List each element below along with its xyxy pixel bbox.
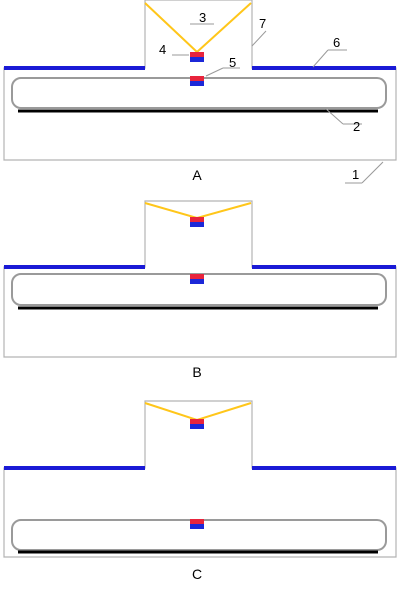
label-5: 5 [229,55,236,70]
lower-magnet-c [190,519,204,529]
yellow-string-b [144,202,252,220]
caption-c: C [192,566,202,582]
panel-b: B [3,200,397,380]
label-1: 1 [352,167,359,182]
label-4: 4 [159,42,166,57]
caption-b: B [192,364,201,380]
leader-line-6 [312,49,329,68]
lower-magnet-b [190,274,204,284]
upper-magnet-b [190,217,204,227]
upper-magnet-a [190,52,204,62]
label-7: 7 [259,16,266,31]
label-3: 3 [199,10,206,25]
upper-magnet-c [190,419,204,429]
caption-a: A [192,167,202,183]
leader-line-7 [251,30,267,47]
leader-line-2 [324,107,344,125]
yellow-string-c [144,402,252,422]
lower-magnet-a [190,76,204,86]
panel-a: 1 2 3 4 5 6 7 A [3,0,397,184]
panel-c: C [3,400,397,582]
leader-line-1 [361,161,384,184]
label-2: 2 [353,119,360,134]
label-6: 6 [333,35,340,50]
leader-line-5 [205,67,224,77]
